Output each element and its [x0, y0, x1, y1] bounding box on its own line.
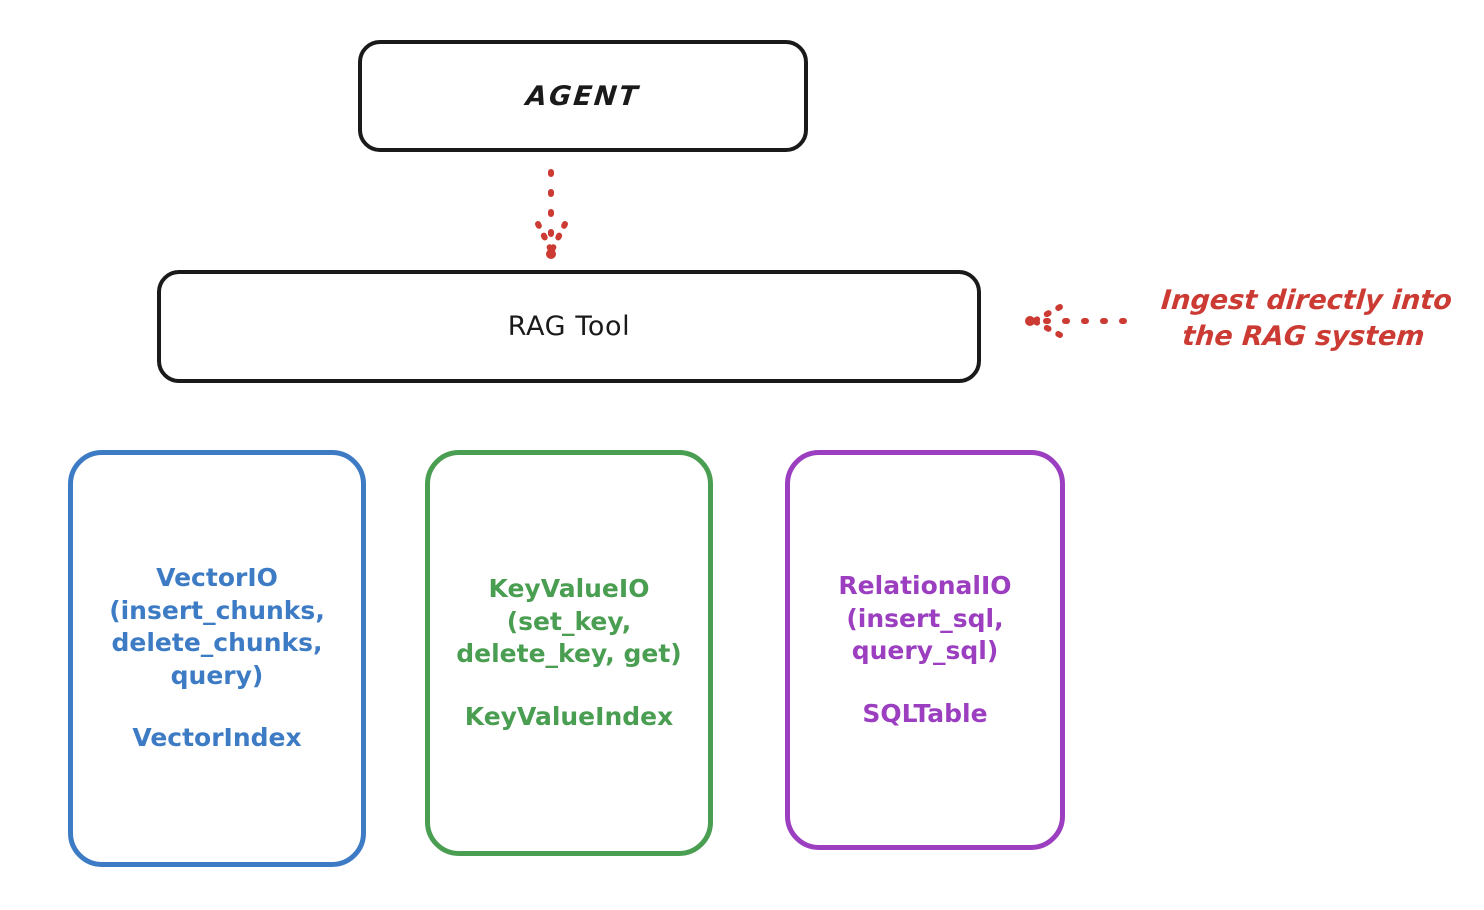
key-value-io-api-label: KeyValueIO (set_key, delete_key, get)	[456, 574, 682, 668]
rag-tool-node[interactable]: RAG Tool	[157, 270, 981, 383]
ingest-annotation-label: Ingest directly into the RAG system	[1159, 285, 1454, 352]
agent-to-rag-arrow-icon	[535, 169, 568, 259]
agent-node-label: AGENT	[524, 80, 642, 112]
vector-io-node[interactable]: VectorIO (insert_chunks, delete_chunks, …	[68, 450, 366, 867]
rag-tool-node-label: RAG Tool	[507, 311, 631, 342]
vector-io-api-label: VectorIO (insert_chunks, delete_chunks, …	[109, 563, 325, 690]
vector-io-index-label: VectorIndex	[132, 723, 302, 753]
relational-io-index-label: SQLTable	[862, 698, 988, 728]
note-to-rag-arrow-icon	[1025, 304, 1127, 338]
agent-node[interactable]: AGENT	[358, 40, 808, 152]
relational-io-node[interactable]: RelationalIO (insert_sql, query_sql) SQL…	[785, 450, 1065, 850]
key-value-io-node[interactable]: KeyValueIO (set_key, delete_key, get) Ke…	[425, 450, 713, 856]
relational-io-api-label: RelationalIO (insert_sql, query_sql)	[838, 571, 1012, 665]
key-value-io-index-label: KeyValueIndex	[464, 701, 674, 731]
